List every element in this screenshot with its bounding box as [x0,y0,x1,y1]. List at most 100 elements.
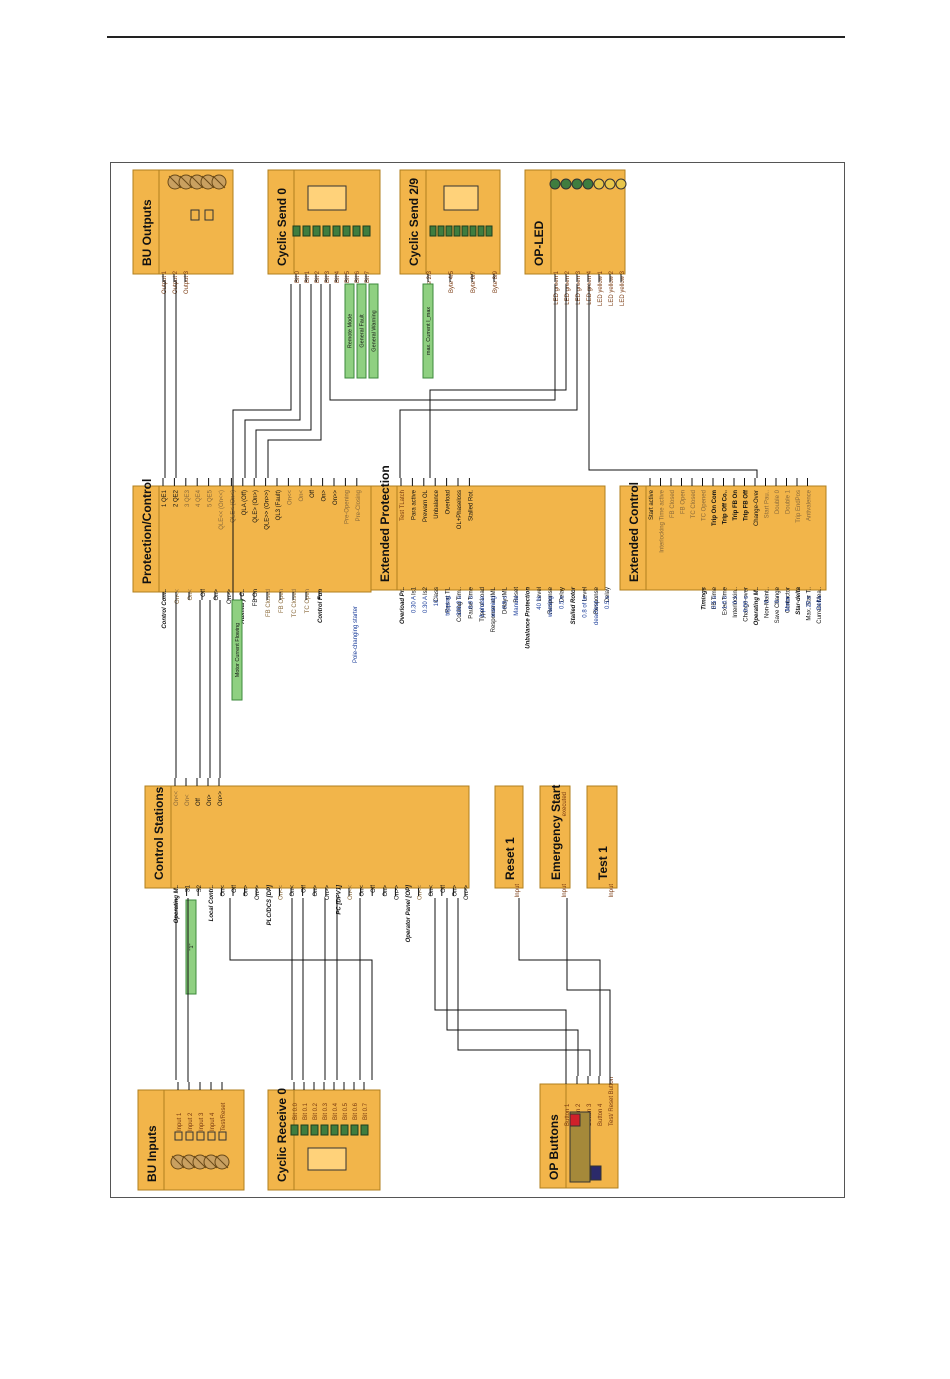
control-stations-pin-label: On<< [418,885,424,901]
protection-in-label: On>> [227,589,233,605]
ext-ctrl-out-label: Double 1 [786,489,792,514]
control-stations-pin-label: On< [220,885,226,897]
ext-prot-in-label: Delay IML [503,586,509,614]
bit-led-icon [300,1124,309,1136]
control-stations-out-label: On> [207,794,213,806]
bit-led-icon [302,225,311,237]
ext-prot-out-label: Para active [411,489,417,520]
control-stations-pin-label: Off [302,885,308,893]
cyclic-send0-pin-label: Bit 5 [345,270,351,283]
control-stations-pin-label: Operator Panel [OP] [406,884,412,942]
control-stations-pin-label: Off [441,885,447,893]
wire-led2 [429,284,567,478]
wire-led4 [588,284,758,478]
bit-led-icon [350,1124,359,1136]
emergency-start-block-title: Emergency Start [549,785,563,880]
protection-in-label: FB On [253,589,259,606]
control-stations-pin-label: On< [429,885,435,897]
bu-inputs-block-title: BU Inputs [145,1125,159,1182]
ext-prot-value: 40 % [537,595,543,609]
led-icon [571,178,583,190]
cyclic-send29-pin-label: Byte 4/5 [449,270,455,293]
protection-control-block [132,485,372,593]
terminal-icon-slash [193,1155,207,1169]
control-stations-pin-label: S2 [197,884,203,892]
protection-out-label: QLE> (On>) [253,490,259,523]
control-stations-pin-label: On>> [325,885,331,901]
ext-ctrl-in-label: Current Mea.. [817,587,823,624]
cyclic-send0-pin-label: Bit 0 [295,270,301,283]
bit-led-icon [290,1124,299,1136]
button-panel-icon [569,1111,591,1183]
control-stations-pin-label: On> [383,885,389,897]
protection-out-label: 3 QE3 [185,489,191,507]
ext-prot-value: Manual [514,596,520,616]
control-stations-out-label: Off [196,798,202,806]
protection-in-label: On< [188,589,194,601]
contact-icon [185,1131,194,1141]
ext-prot-in-label: Is2 [423,586,429,595]
protection-control-block-title: Protection/Control [140,479,154,584]
test-block-body [586,785,618,889]
extended-protection-block [370,485,606,591]
ext-prot-in-label: Type of Load [480,587,486,622]
control-stations-pin-label: On<< [278,885,284,901]
control-stations-pin-label: On> [313,885,319,897]
ext-prot-value: 0.30 A [411,596,417,613]
control-stations-pin-label: On>> [464,885,470,901]
terminal-icon-slash [171,1155,185,1169]
cyclic-send29-pin-label: Byte 6/7 [471,270,477,293]
control-stations-pin-label: PLC/DCS [DP] [267,884,273,925]
protection-in-label: Control Com.. [162,589,168,629]
ext-prot-in-label: Delay [560,587,566,602]
protection-in-label: TC Open [305,589,311,613]
header-rule [107,36,845,38]
ext-ctrl-out-label: FB Open [681,490,687,514]
ext-ctrl-out-label: Antivalence [807,489,813,521]
cyclic-send29-block-title: Cyclic Send 2/9 [407,178,421,266]
led-icon [549,178,561,190]
ext-ctrl-out-label: Trip EndPos [796,490,802,523]
wire-reset [518,898,601,1076]
protection-in-label: On> [214,589,220,601]
op-led-pin-label: LED yellow 3 [620,270,626,306]
reset-block [494,785,524,889]
wire-bit2 [255,284,312,478]
relay-icon [204,209,214,221]
control-stations-pin-label: S1 [186,884,192,892]
cyclic-send0-pin-label: Bit 7 [365,270,371,283]
ext-ctrl-in-label: Change-over [744,587,750,622]
ext-ctrl-out-label: Interlocking Time active [660,489,666,552]
ext-prot-in-label: Overload Pr.. [400,587,406,624]
protection-out-label: 1 QE1 [162,489,168,507]
protection-out-label: Pre-Opening [344,490,350,524]
bit-led-icon [362,225,371,237]
signal-label-box [368,283,379,379]
ext-prot-value: warning [548,596,554,618]
control-stations-pin-label: On> [244,885,250,897]
protection-out-label: QL3 (Fault) [276,490,282,520]
op-led-pin-label: LED yellow 1 [598,270,604,306]
plc-icon [307,1147,347,1171]
ext-ctrl-in-label: Star-delta [796,586,802,614]
reset-block-title: Reset 1 [503,837,517,880]
ext-ctrl-out-label: FB Closed [670,490,676,518]
wire-emergency [566,898,611,1076]
ext-prot-in-label: Response [594,586,600,614]
led-icon [560,178,572,190]
bu-inputs-pin-label: Test/Reset [221,1102,227,1131]
cyclic-send29-pin-label: Byte 8/9 [493,270,499,293]
signal-label-text: General Fault [360,314,366,348]
ext-prot-in-label: Stalled Rotor [571,586,577,624]
bu-inputs-pin-label: Input 2 [188,1112,194,1131]
ext-prot-value: 0.5 s [605,596,611,609]
cyclic-receive-pin-label: Bit 0.2 [313,1102,319,1120]
ext-prot-value: deactivat... [594,596,600,625]
bu-outputs-block-title: BU Outputs [140,199,154,266]
bit-led-icon [312,225,321,237]
ext-ctrl-value: 1.0 s [723,596,729,609]
ext-prot-value: 0.5 s [560,596,566,609]
op-buttons-pin-label: Button 4 [598,1103,604,1126]
control-stations-pin-label: On< [290,885,296,897]
terminal-icon-slash [179,175,193,189]
